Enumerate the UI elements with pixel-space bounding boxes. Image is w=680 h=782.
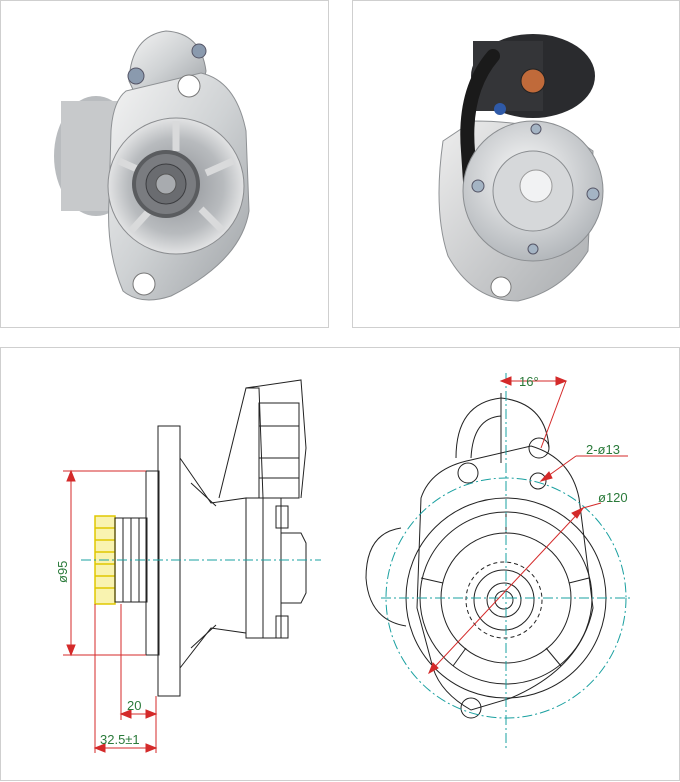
dimension-lines [63,469,158,753]
front-view [365,393,607,719]
rear-photo-panel [352,0,680,328]
front-pinion [465,561,543,639]
technical-drawing-panel: 20 32.5±1 ø95 [0,347,680,781]
side-view [94,379,307,697]
dim-pinion-offset: 20 [127,698,141,713]
starter-front-photo [54,30,250,301]
dim-pilot-diameter: ø95 [55,561,70,583]
starter-technical-drawing: 20 32.5±1 ø95 [55,373,631,753]
dim-bolt-holes: 2-ø13 [586,442,620,457]
front-photo-panel [0,0,329,328]
dim-flange-to-tip: 32.5±1 [100,732,140,747]
dim-bolt-angle: 16° [519,374,539,389]
dim-bolt-circle: ø120 [598,490,628,505]
starter-rear-photo [438,34,604,302]
